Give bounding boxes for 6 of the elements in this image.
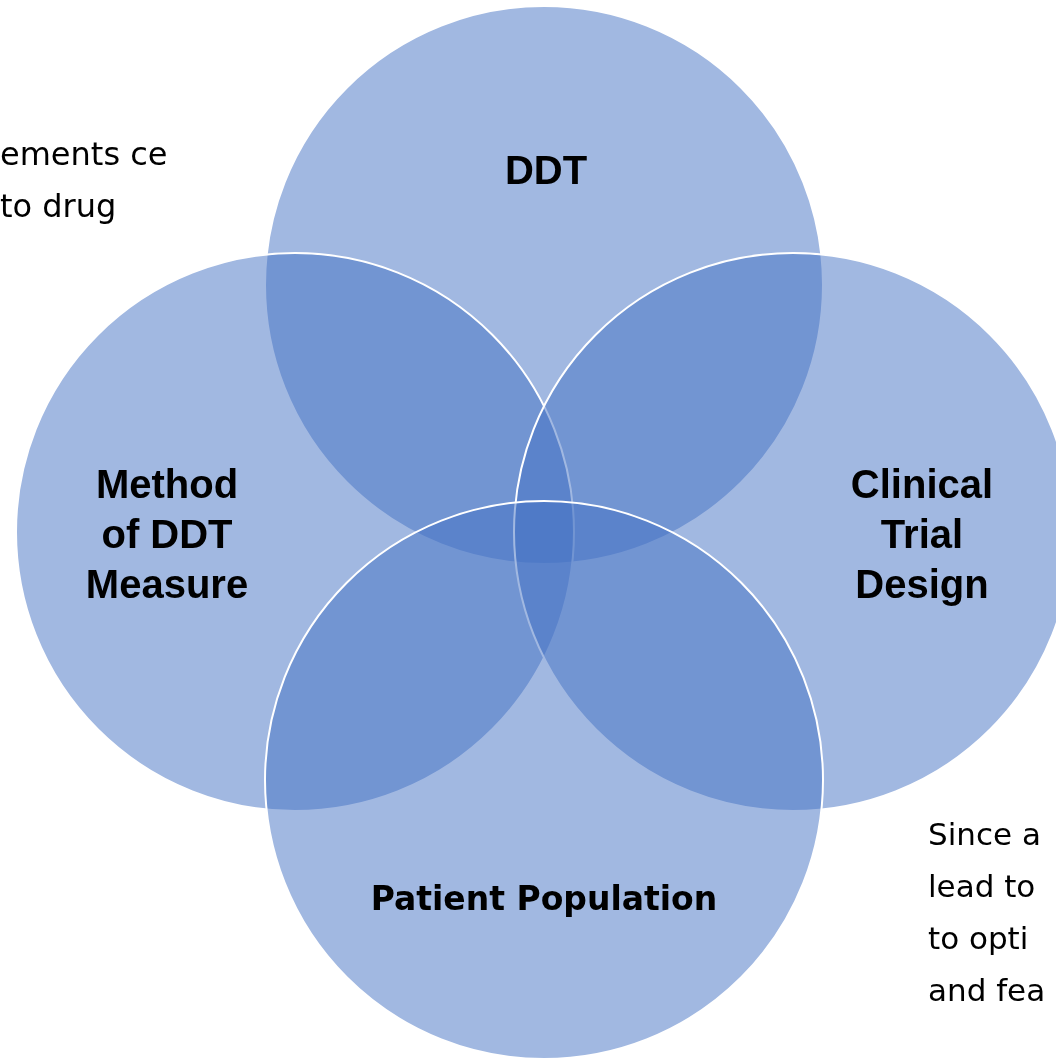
note-text: ements ce to drug xyxy=(0,134,169,227)
circle-label: Method of DDT Measure xyxy=(84,461,250,608)
circle-label: Clinical Trial Design xyxy=(849,461,995,608)
circle-label: DDT xyxy=(503,147,589,194)
circle-label: Patient Population xyxy=(369,878,719,920)
note-text: Since a lead to to opti and fea xyxy=(928,815,1047,1010)
